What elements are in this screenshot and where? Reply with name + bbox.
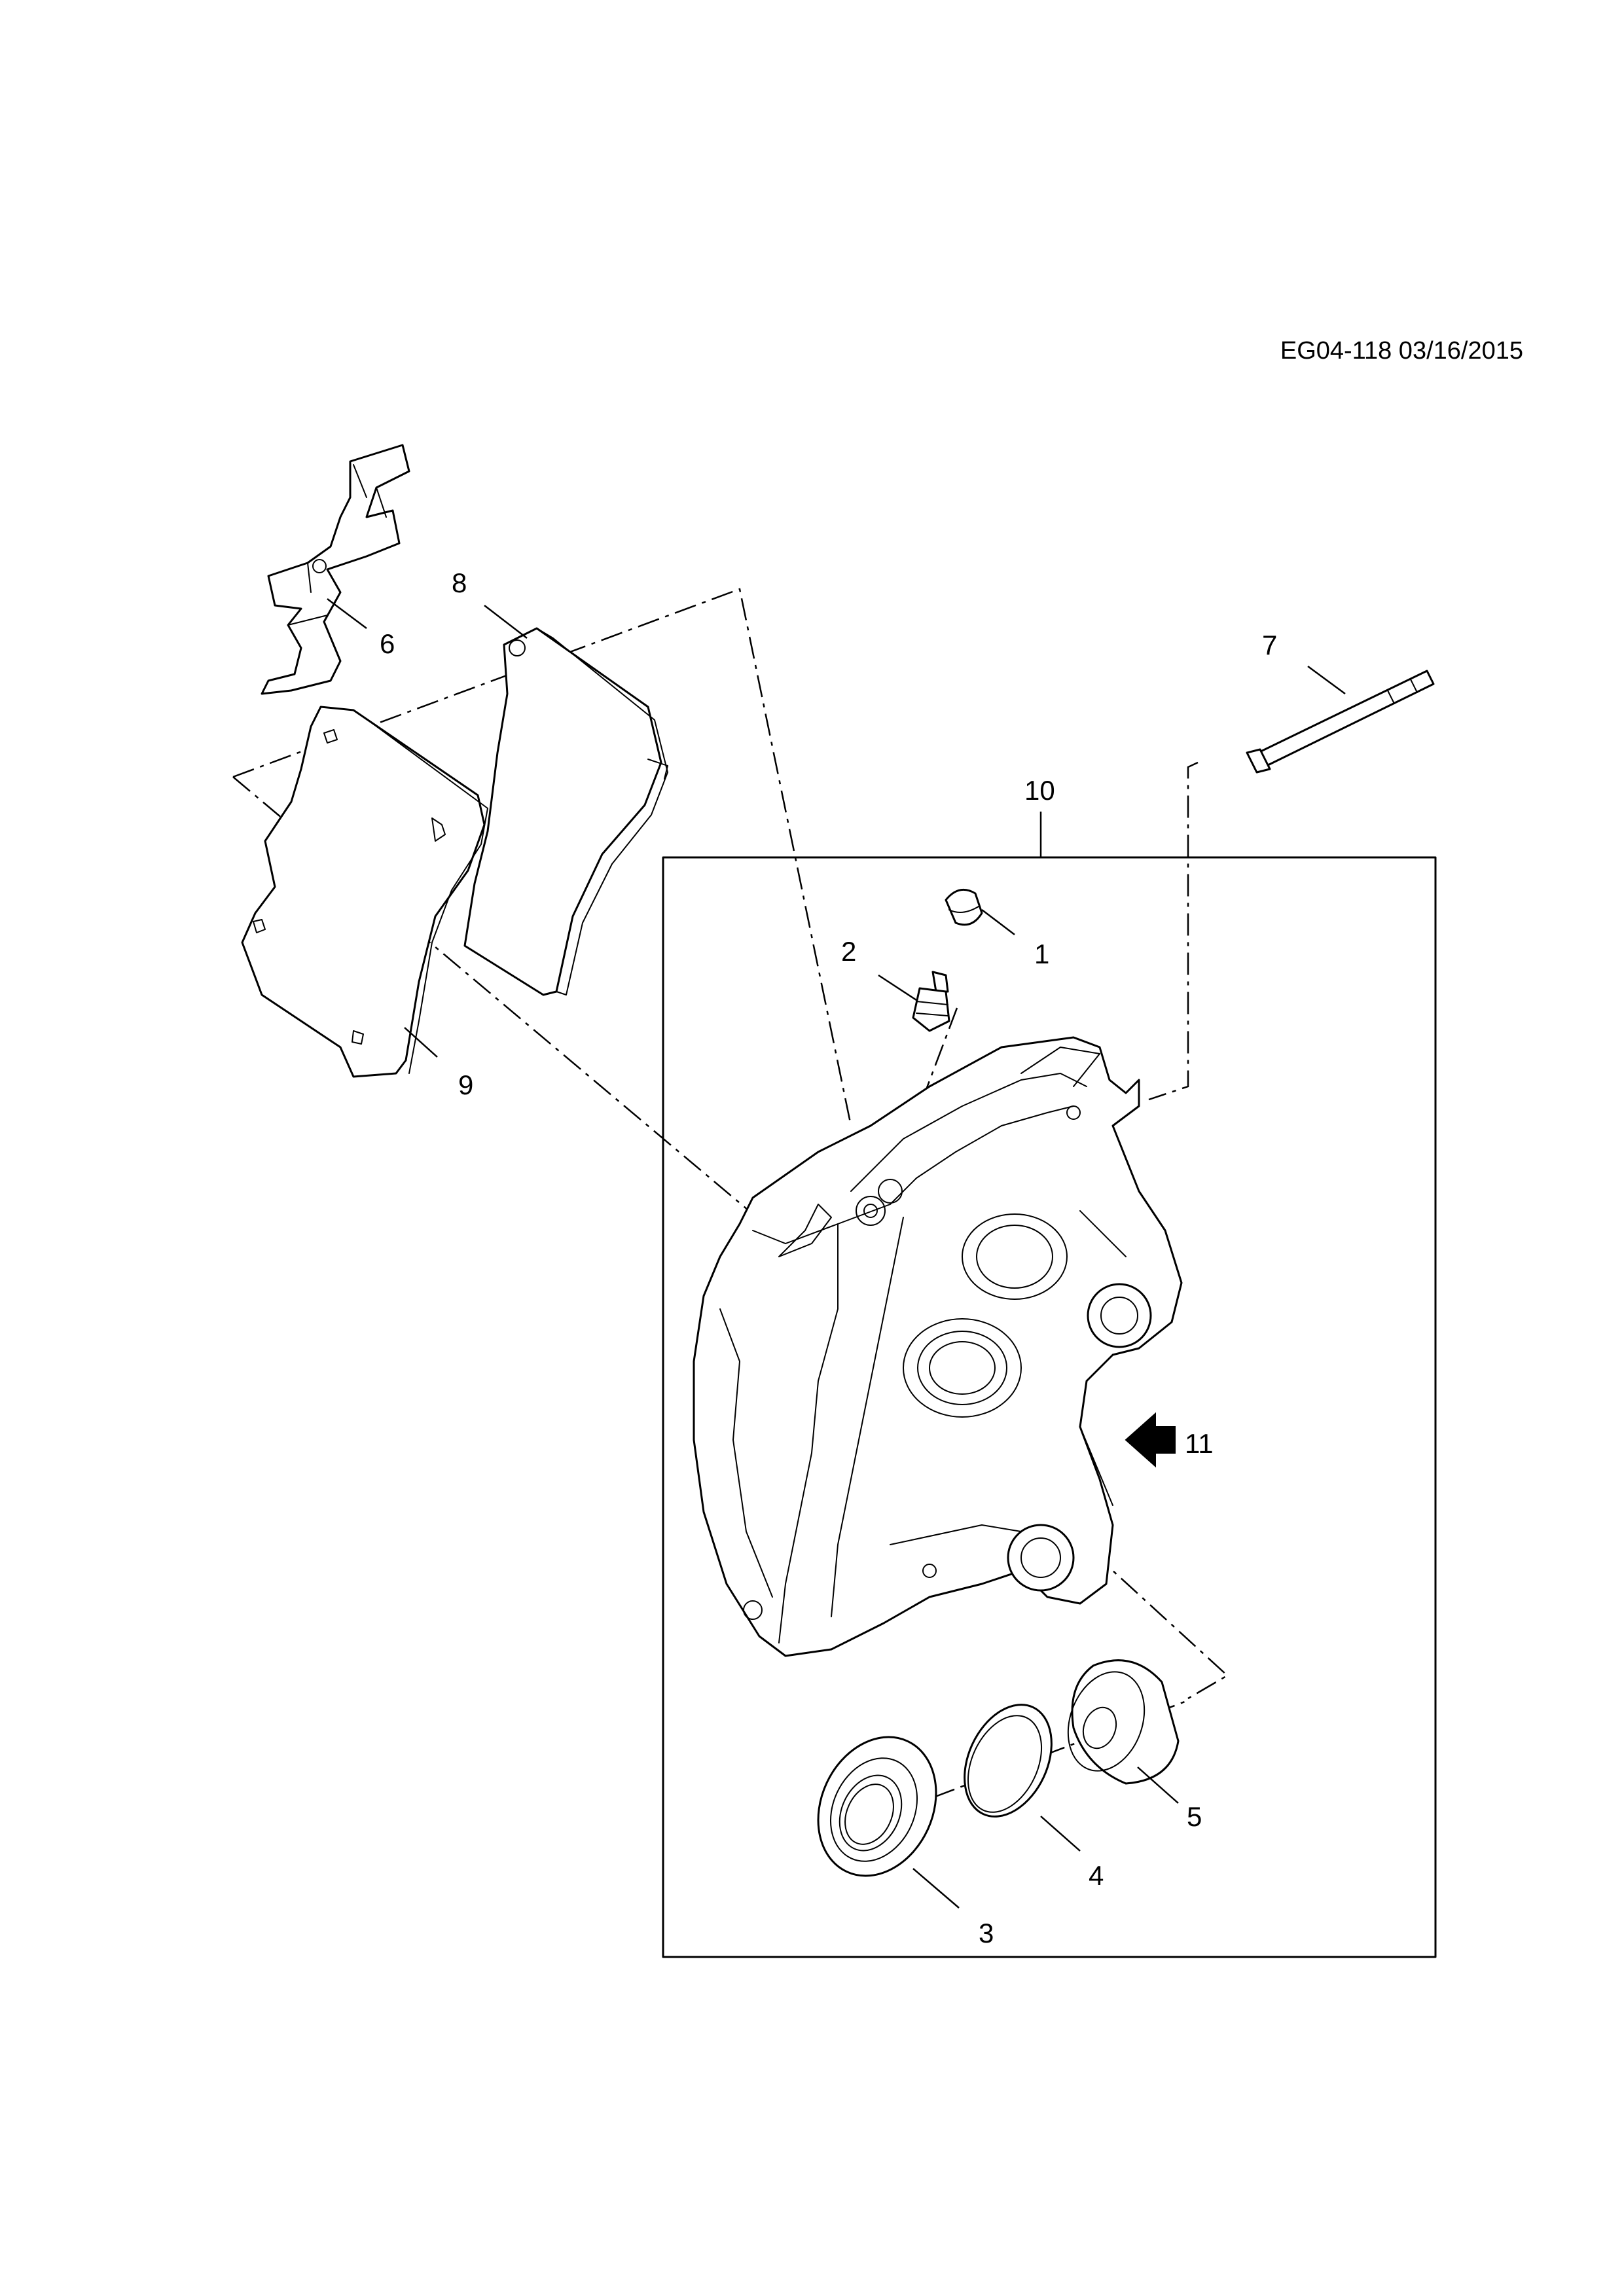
callout-2: 2 [841,936,856,967]
arrow-left-icon [1125,1412,1176,1468]
leader-5 [1137,1767,1179,1804]
spring-clip [261,444,410,695]
callout-7: 7 [1262,630,1277,660]
guide-pin [1246,670,1435,774]
brake-pad-inner [241,706,488,1078]
leader-9 [404,1027,438,1058]
leader-4 [1040,1816,1081,1852]
brake-pad-outer [463,627,668,996]
callout-10: 10 [1024,775,1055,806]
bleed-screw [912,971,950,1032]
caliper-piston [1067,1659,1180,1785]
callout-9: 9 [458,1069,473,1100]
guide-pin-alignment-line [1148,761,1199,1101]
dust-cap [945,888,983,926]
caliper-assembly-frame [662,856,1437,1958]
diagram-reference: EG04-118 03/16/2015 [1280,337,1523,365]
callout-11: 11 [1185,1428,1214,1459]
callout-5: 5 [1187,1801,1202,1832]
callout-1: 1 [1034,939,1049,969]
callout-4: 4 [1089,1860,1104,1891]
brake-caliper-housing [693,1036,1183,1657]
leader-7 [1307,665,1346,695]
leader-1 [981,909,1015,935]
leader-6 [327,598,367,629]
piston-dust-seal [817,1736,937,1877]
piston-seal-ring [964,1704,1053,1818]
callout-3: 3 [979,1918,994,1948]
leader-8 [484,605,528,639]
pad-alignment-line [232,588,852,1126]
callout-6: 6 [380,628,395,659]
callout-8: 8 [452,567,467,598]
leader-2 [878,974,917,1001]
leader-3 [912,1868,960,1909]
